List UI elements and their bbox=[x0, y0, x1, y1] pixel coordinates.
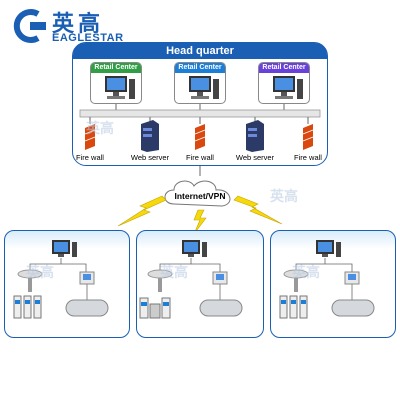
fuel-pump-icon bbox=[139, 297, 171, 319]
logo-emblem-icon bbox=[13, 9, 46, 43]
desktop-computer-icon bbox=[182, 240, 207, 257]
web-server-icon bbox=[246, 120, 264, 152]
antenna-reader-icon bbox=[147, 269, 173, 292]
firewall-label: Fire wall bbox=[76, 153, 104, 162]
dispenser-terminal-icon bbox=[344, 271, 360, 285]
watermark: 英高 bbox=[26, 264, 54, 280]
firewall-icon bbox=[84, 124, 96, 150]
storage-tank-icon bbox=[65, 284, 109, 317]
fuel-pump-icon bbox=[279, 295, 308, 319]
firewall-icon bbox=[194, 124, 206, 150]
desktop-computer-icon bbox=[316, 240, 341, 257]
retail-center-label: Retail Center bbox=[91, 63, 141, 73]
retail-center-label: Retail Center bbox=[175, 63, 225, 73]
headquarter-title: Head quarter bbox=[73, 43, 327, 59]
web-server-label: Web server bbox=[130, 153, 170, 162]
firewall-label: Fire wall bbox=[294, 153, 322, 162]
retail-center-2: Retail Center bbox=[174, 62, 226, 104]
branch-1-equipment bbox=[13, 240, 109, 319]
brand-name-en: EAGLESTAR bbox=[52, 32, 124, 44]
retail-center-3: Retail Center bbox=[258, 62, 310, 104]
branch-3-equipment bbox=[279, 240, 375, 319]
web-server-label: Web server bbox=[235, 153, 275, 162]
storage-tank-icon bbox=[199, 284, 243, 317]
lightning-bolt-icon bbox=[117, 195, 167, 227]
lightning-bolt-icon bbox=[193, 209, 207, 235]
brand-name-cn: 英高 bbox=[52, 12, 105, 37]
dispenser-terminal-icon bbox=[79, 271, 95, 285]
desktop-computer-icon bbox=[52, 240, 77, 257]
retail-center-label: Retail Center bbox=[259, 63, 309, 73]
internet-cloud-icon bbox=[164, 180, 231, 207]
fuel-pump-icon bbox=[13, 295, 42, 319]
desktop-computer-icon bbox=[105, 76, 135, 99]
dispenser-terminal-icon bbox=[212, 271, 228, 285]
watermark: 英高 bbox=[160, 264, 188, 280]
desktop-computer-icon bbox=[189, 76, 219, 99]
logo: 英高 EAGLESTAR bbox=[8, 6, 138, 46]
web-server-icon bbox=[141, 120, 159, 152]
antenna-reader-icon bbox=[283, 269, 309, 292]
watermark: 英高 bbox=[292, 264, 320, 280]
branch-2-equipment bbox=[139, 240, 243, 319]
lightning-bolt-icon bbox=[233, 195, 283, 225]
antenna-reader-icon bbox=[17, 269, 43, 292]
network-label: Internet/VPN bbox=[174, 191, 226, 201]
retail-center-1: Retail Center bbox=[90, 62, 142, 104]
desktop-computer-icon bbox=[273, 76, 303, 99]
firewall-icon bbox=[302, 124, 314, 150]
watermark: 英高 bbox=[86, 120, 114, 136]
storage-tank-icon bbox=[331, 284, 375, 317]
watermark: 英高 bbox=[270, 188, 298, 204]
firewall-label: Fire wall bbox=[186, 153, 214, 162]
